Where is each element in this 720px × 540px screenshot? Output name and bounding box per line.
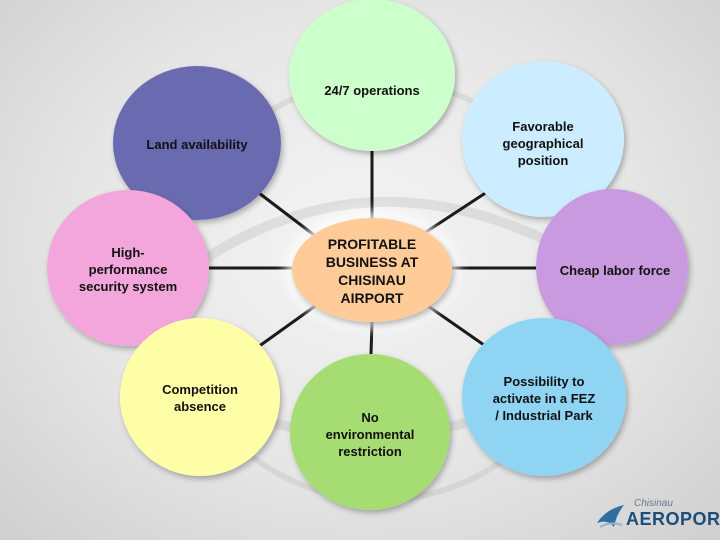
connectors: [209, 151, 536, 355]
node-fez-shape: [462, 318, 626, 476]
connector-fez: [427, 304, 485, 347]
node-operations-label: 24/7 operations: [324, 82, 420, 98]
logo-main-text: AEROPORT: [626, 509, 720, 529]
node-geo-shape: [462, 61, 624, 217]
node-environment-label: No environmental restriction: [325, 409, 415, 459]
node-environment-shape: [290, 354, 450, 510]
plane-icon: [597, 505, 624, 528]
node-security-label: High- performance security system: [78, 244, 178, 294]
node-operations-shape: [289, 0, 455, 151]
node-geo-label: Favorable geographical position: [502, 118, 584, 168]
node-security-shape: [47, 190, 209, 346]
connector-competition: [257, 302, 319, 349]
logo-city-text: Chisinau: [634, 498, 673, 509]
connector-geo: [425, 188, 491, 234]
node-fez-label: Possibility to activate in a FEZ / Indus…: [492, 373, 596, 423]
node-labor-label: Cheap labor force: [559, 262, 671, 278]
node-competition-shape: [120, 318, 280, 476]
center-node-label: PROFITABLE BUSINESS AT CHISINAU AIRPORT: [325, 236, 419, 306]
node-land-shape: [113, 66, 281, 220]
center-node-shape: [292, 218, 452, 322]
airport-logo: Chisinau AEROPORT: [594, 497, 720, 533]
node-competition-label: Competition absence: [162, 382, 238, 414]
node-labor-shape: [536, 189, 688, 345]
node-land-label: Land availability: [146, 136, 248, 152]
connector-land: [254, 188, 319, 240]
